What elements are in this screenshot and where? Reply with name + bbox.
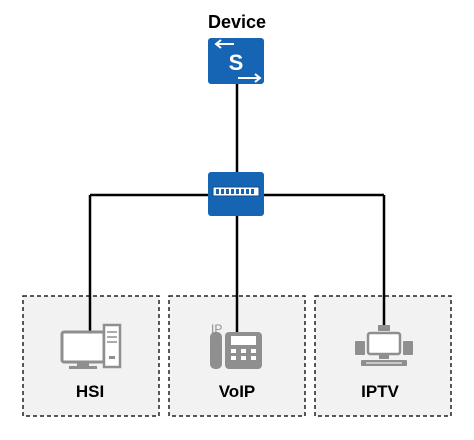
service-label-hsi: HSI [75,382,105,401]
device-title: Device [207,12,267,32]
access-switch-icon [208,172,264,216]
switch-letter: S [229,50,244,75]
service-label-iptv: IPTV [361,382,399,401]
switch-device-icon: S [208,38,264,84]
voip-icon-text: IP [211,322,222,336]
service-label-voip: VoIP [218,382,256,401]
iptv-set-icon [355,325,413,366]
ip-phone-icon: IP [210,322,262,369]
desktop-computer-icon [60,323,122,369]
